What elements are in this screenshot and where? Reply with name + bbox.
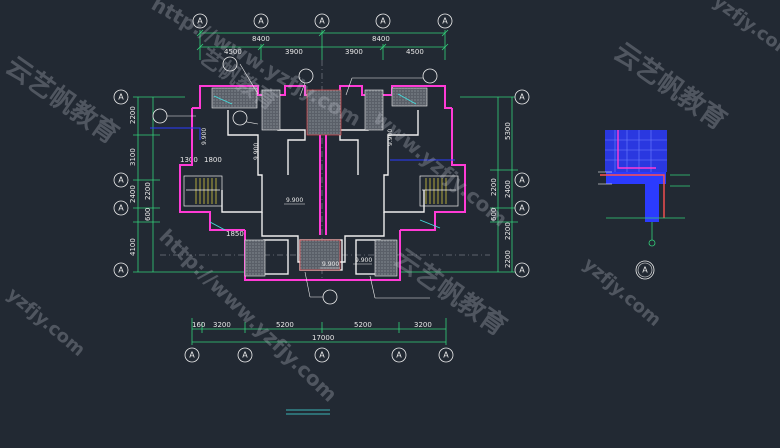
axis-bubble-16 [514,172,530,188]
axis-bubble-label-12: A [118,176,124,185]
right-dim-4: 2200 [504,222,512,240]
axis-bubble-11 [113,89,129,105]
stair-right [419,175,459,207]
axis-bubble-label-9: A [396,351,402,360]
axis-bubble-label-15: A [519,93,525,102]
axis-bubble-label-8: A [319,351,325,360]
bottom-dim-seg-1: 160 [192,321,205,329]
level-mark-5: 9.900 [322,261,339,268]
drain-lines [150,127,455,161]
top-dim-overall-right: 8400 [372,35,390,43]
watermark-brand-left: 云艺帆教育 [0,50,124,150]
axis-bubble-18 [514,262,530,278]
axis-bubble-label-3: A [319,17,325,26]
left-inner-dim-3: 2200 [144,182,152,200]
left-dim-1: 2200 [129,106,137,124]
left-inner-dim-1: 1300 [180,156,198,164]
axis-bubble-1 [192,13,208,29]
level-mark-1: 9.900 [201,128,208,145]
axis-bubble-label-13: A [118,204,124,213]
axis-bubble-label-7: A [242,351,248,360]
bottom-dim-seg-3: 5200 [276,321,294,329]
bottom-dimension-chain [191,318,447,345]
leader-lines [166,63,430,299]
level-mark-2: 9.900 [253,143,260,160]
right-dim-3: 600 [490,208,498,221]
top-dim-seg-1: 4500 [224,48,242,56]
axis-bubble-label-11: A [118,93,124,102]
left-dim-3: 2400 [129,185,137,203]
axis-bubble-15 [514,89,530,105]
right-dim-1: 5300 [504,122,512,140]
axis-bubble-label-1: A [197,17,203,26]
level-underlines [284,203,372,269]
callout-circles [152,56,438,305]
watermark-brand-right: 云艺帆教育 [608,36,732,136]
stair-left [183,175,223,207]
axis-bubble-6 [184,347,200,363]
top-dimension-chain [196,29,449,60]
right-dim-5: 2200 [504,250,512,268]
axis-bubble-label-17: A [519,204,525,213]
axis-bubble-5 [437,13,453,29]
axis-bubble-17 [514,200,530,216]
left-inner-dim-2: 1800 [204,156,222,164]
detail-label-bubble: A [635,260,655,280]
bottom-dim-seg-5: 3200 [414,321,432,329]
right-dim-2: 2400 [504,180,512,198]
top-dim-seg-2: 3900 [285,48,303,56]
axis-bubble-4 [375,13,391,29]
axis-bubble-3 [314,13,330,29]
watermark-url-left: yzfjy.com [3,284,89,361]
axis-bubble-14 [113,262,129,278]
axis-bubble-label-14: A [118,266,124,275]
left-dim-2: 3100 [129,148,137,166]
level-mark-4: 9.900 [286,197,303,204]
axis-bubble-7 [237,347,253,363]
axis-bubble-label-16: A [519,176,525,185]
top-dim-overall-left: 8400 [252,35,270,43]
axis-bubble-10 [438,347,454,363]
axis-bubble-9 [391,347,407,363]
axis-bubble-13 [113,200,129,216]
axis-bubble-label-18: A [519,266,525,275]
axis-bubble-label-2: A [258,17,264,26]
watermark-url-right: yzfjy.com [579,254,665,331]
axis-bubble-2 [253,13,269,29]
left-dim-5: 4100 [129,238,137,256]
axis-bubble-8 [314,347,330,363]
detail-label: A [642,266,648,275]
top-dim-seg-3: 3900 [345,48,363,56]
left-inner-dim-4: 1850 [226,230,244,238]
bottom-dim-seg-4: 5200 [354,321,372,329]
detail-drawing [598,130,690,247]
right-inner-dim-1: 2200 [490,178,498,196]
watermark-brand-bottom: 云艺帆教育 [388,242,512,342]
axis-bubble-label-6: A [189,351,195,360]
left-dimension-chain [133,96,245,273]
right-dimension-chain [400,96,518,273]
cyan-accents [209,93,441,231]
axis-bubble-label-5: A [442,17,448,26]
level-mark-3: 9.900 [387,129,394,146]
bottom-dim-overall: 17000 [312,334,334,342]
watermark-url-topright: yzfjy.com [709,0,780,64]
axis-bubble-label-10: A [443,351,449,360]
top-dim-seg-4: 4500 [406,48,424,56]
axis-bubble-12 [113,172,129,188]
hatched-elements [211,87,428,277]
level-mark-6: 9.900 [355,257,372,264]
bottom-marker-line [286,409,330,415]
left-dim-4: 600 [144,208,152,221]
bottom-dim-seg-2: 3200 [213,321,231,329]
axis-bubble-label-4: A [380,17,386,26]
axis-bubbles: A A A A A A A A A A A A A A A A A A [113,13,530,363]
